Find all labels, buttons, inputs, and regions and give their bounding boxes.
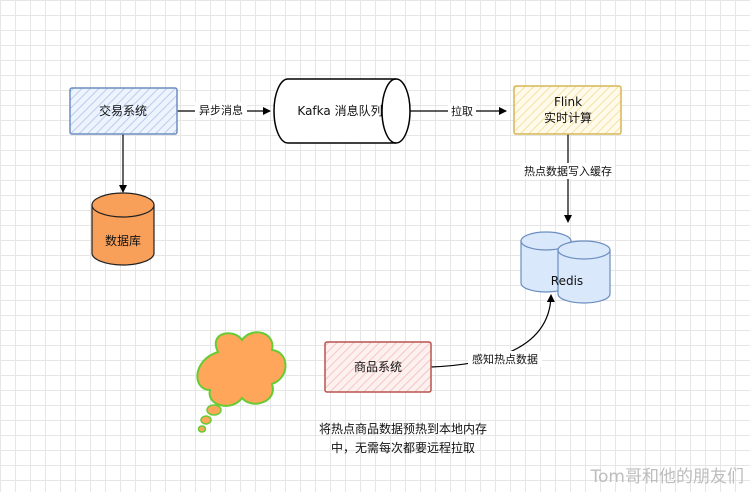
edge-label-write-cache: 热点数据写入缓存 xyxy=(524,164,612,178)
edge-flink-to-redis: 热点数据写入缓存 xyxy=(521,134,615,223)
edge-label-bg xyxy=(195,102,247,118)
node-redis-label: Redis xyxy=(551,274,583,288)
edge-product-to-redis: 感知热点数据 xyxy=(430,294,555,368)
node-flink[interactable]: Flink 实时计算 xyxy=(513,85,622,135)
note-line-1: 将热点商品数据预热到本地内存 xyxy=(319,421,487,436)
edge-label-bg xyxy=(468,351,542,367)
node-product-system[interactable]: 商品系统 xyxy=(324,341,432,393)
node-database-label: 数据库 xyxy=(105,233,141,248)
node-flink-title: Flink xyxy=(554,95,582,109)
note-line-2: 中，无需每次都要远程拉取 xyxy=(331,440,475,455)
node-flink-subtitle: 实时计算 xyxy=(544,110,592,125)
edge-kafka-to-flink: 拉取 xyxy=(409,103,507,119)
edge-label-bg xyxy=(521,163,615,179)
edge-label-sense-hot: 感知热点数据 xyxy=(472,352,538,366)
node-database[interactable]: 数据库 xyxy=(91,192,155,266)
edge-label-async-message: 异步消息 xyxy=(199,103,243,117)
edge-label-pull: 拉取 xyxy=(451,104,473,118)
watermark: Tom哥和他的朋友们 xyxy=(590,467,744,487)
node-trading-system[interactable]: 交易系统 xyxy=(69,87,178,135)
edge-trading-to-kafka: 异步消息 xyxy=(177,102,271,118)
node-trading-system-label: 交易系统 xyxy=(99,103,147,118)
thought-cloud-icon xyxy=(196,331,287,433)
node-product-system-label: 商品系统 xyxy=(354,359,402,374)
edge-label-bg xyxy=(448,103,476,119)
node-redis[interactable]: Redis xyxy=(520,231,611,304)
node-kafka-queue[interactable]: Kafka 消息队列 xyxy=(273,78,411,144)
node-kafka-queue-label: Kafka 消息队列 xyxy=(297,103,382,118)
